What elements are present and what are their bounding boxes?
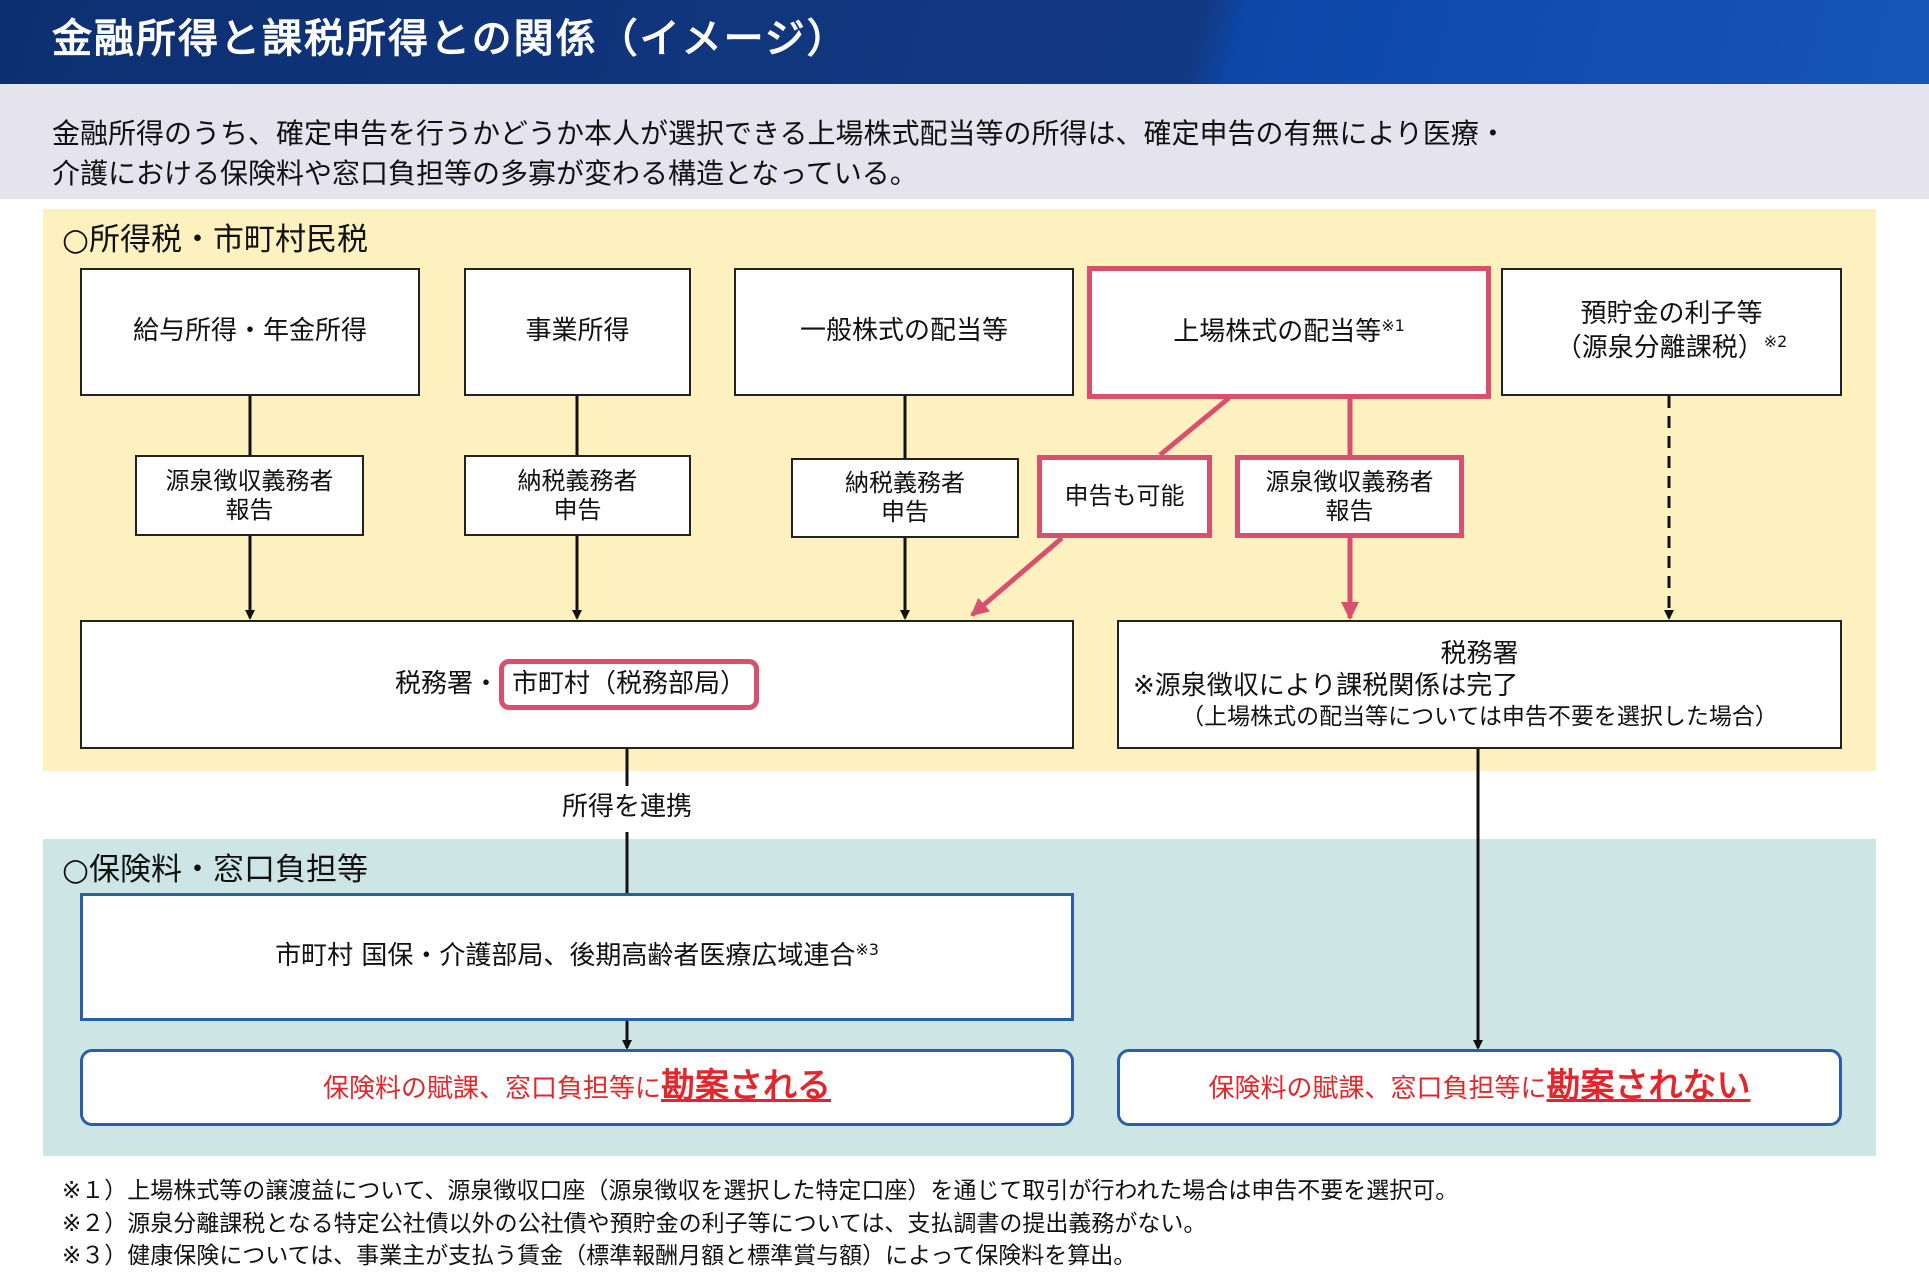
procedure-filing-possible: 申告も可能 xyxy=(1037,455,1212,538)
procedure-taxpayer-filing: 納税義務者申告 xyxy=(791,458,1019,538)
footnote-1: ※１）上場株式等の譲渡益について、源泉徴収口座（源泉徴収を選択した特定口座）を通… xyxy=(62,1178,1459,1204)
box-label: 源泉徴収義務者 xyxy=(1265,467,1434,496)
box-label: 市町村 国保・介護部局、後期高齢者医療広域連合 xyxy=(275,941,856,972)
intro-panel: 金融所得のうち、確定申告を行うかどうか本人が選択できる上場株式配当等の所得は、確… xyxy=(0,84,1929,199)
box-label: 申告も可能 xyxy=(1064,482,1185,511)
municipality-tax-dept-highlight: 市町村（税務部局） xyxy=(499,658,760,711)
tax-section-label: ○所得税・市町村民税 xyxy=(62,222,369,258)
note-ref: ※1 xyxy=(1381,315,1405,335)
box-label: 報告 xyxy=(225,495,274,524)
insurance-section-label: ○保険料・窓口負担等 xyxy=(62,852,369,888)
box-label: （上場株式の配当等については申告不要を選択した場合） xyxy=(1181,703,1778,730)
page-title: 金融所得と課税所得との関係（イメージ） xyxy=(52,16,849,62)
procedure-taxpayer-filing: 納税義務者申告 xyxy=(464,455,691,536)
box-label: 上場株式の配当等 xyxy=(1173,316,1382,347)
box-label: 税務署 xyxy=(1440,638,1519,669)
procedure-withholding-report: 源泉徴収義務者報告 xyxy=(135,455,364,536)
box-label: 税務署・ xyxy=(394,668,499,699)
source-salary-pension: 給与所得・年金所得 xyxy=(80,268,420,396)
result-not-considered: 保険料の賦課、窓口負担等に勘案されない xyxy=(1117,1049,1842,1126)
box-label: 納税義務者 xyxy=(845,469,965,498)
footnote-2: ※２）源泉分離課税となる特定公社債以外の公社債や預貯金の利子等については、支払調… xyxy=(62,1211,1207,1237)
link-income-label: 所得を連携 xyxy=(561,792,692,822)
source-listed-stock-dividends: 上場株式の配当等※1 xyxy=(1087,266,1491,399)
box-label: 報告 xyxy=(1325,496,1374,525)
box-label: 事業所得 xyxy=(525,316,630,347)
source-business: 事業所得 xyxy=(464,268,691,396)
box-label: 申告 xyxy=(881,498,929,526)
box-label: 預貯金の利子等 xyxy=(1580,299,1763,330)
source-deposit-interest: 預貯金の利子等（源泉分離課税）※2 xyxy=(1501,268,1842,396)
note-ref: ※2 xyxy=(1763,332,1788,351)
procedure-withholding-report-listed: 源泉徴収義務者報告 xyxy=(1235,455,1464,538)
result-emphasis: 勘案される xyxy=(661,1066,831,1106)
office-tax-municipality: 税務署・ 市町村（税務部局） xyxy=(80,620,1074,749)
box-label: 納税義務者 xyxy=(517,466,638,495)
box-label: 申告 xyxy=(553,495,602,524)
box-label: 給与所得・年金所得 xyxy=(132,316,367,347)
result-text: 保険料の賦課、窓口負担等に xyxy=(322,1074,661,1104)
box-label: （源泉分離課税） xyxy=(1555,333,1764,363)
footnote-3: ※３）健康保険については、事業主が支払う賃金（標準報酬月額と標準賞与額）によって… xyxy=(62,1243,1137,1269)
result-emphasis: 勘案されない xyxy=(1546,1066,1751,1106)
insurance-agency: 市町村 国保・介護部局、後期高齢者医療広域連合※3 xyxy=(80,893,1074,1021)
box-label: 源泉徴収義務者 xyxy=(165,466,334,495)
box-label: 一般株式の配当等 xyxy=(799,316,1008,347)
intro-line: 金融所得のうち、確定申告を行うかどうか本人が選択できる上場株式配当等の所得は、確… xyxy=(52,117,1507,150)
result-considered: 保険料の賦課、窓口負担等に勘案される xyxy=(80,1049,1074,1126)
header-banner: 金融所得と課税所得との関係（イメージ） xyxy=(0,0,1929,84)
box-label: ※源泉徴収により課税関係は完了 xyxy=(1133,671,1519,702)
source-general-stock-dividends: 一般株式の配当等 xyxy=(734,268,1074,396)
note-ref: ※3 xyxy=(855,940,879,960)
intro-line: 介護における保険料や窓口負担等の多寡が変わる構造となっている。 xyxy=(52,157,918,190)
result-text: 保険料の賦課、窓口負担等に xyxy=(1208,1074,1547,1104)
office-tax-withholding-complete: 税務署 ※源泉徴収により課税関係は完了 （上場株式の配当等については申告不要を選… xyxy=(1117,620,1842,749)
